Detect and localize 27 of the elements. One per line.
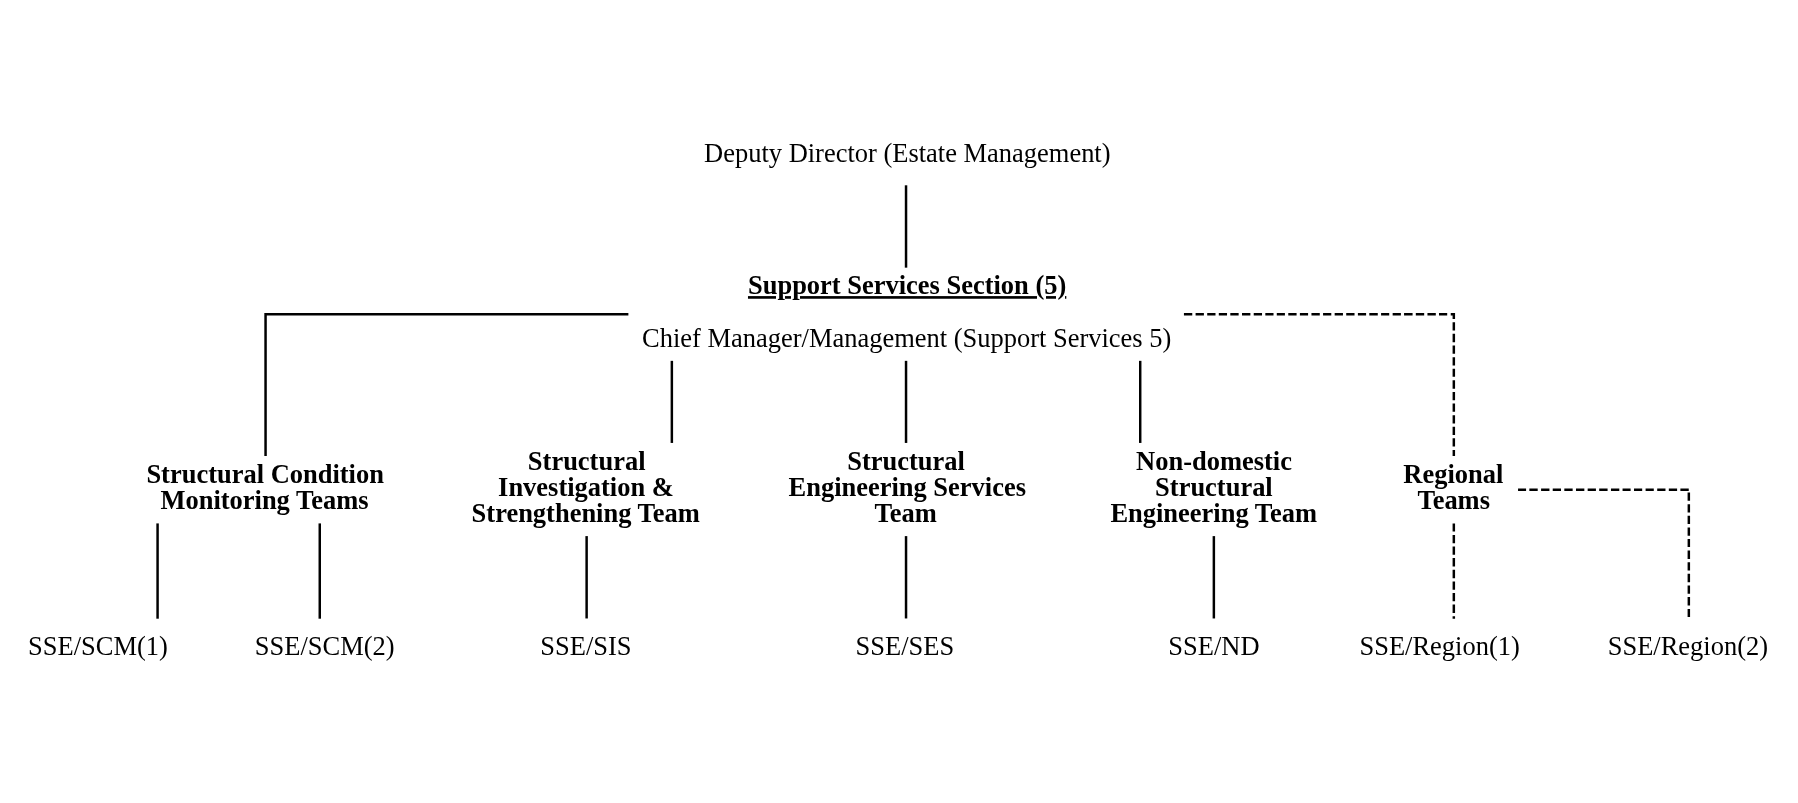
connector [1183, 312, 1456, 456]
connector [585, 535, 588, 618]
node-text: Regional Teams [1403, 458, 1504, 515]
connector [156, 522, 159, 619]
node-text: Non-domestic Structural Engineering Team [1110, 445, 1318, 528]
node-text: Structural Investigation & Strengthening Team [471, 445, 700, 528]
node-text: SSE/Region(2) [1607, 630, 1769, 661]
node-text: SSE/SCM(2) [254, 630, 395, 661]
connector [904, 184, 908, 268]
node-text: Structural Engineering Services Team [788, 445, 1026, 528]
node-text: Structural Condition Monitoring Teams [146, 458, 384, 515]
node-text: SSE/SCM(1) [28, 630, 168, 661]
node-text: Deputy Director (Estate Management) [704, 137, 1111, 168]
connector [904, 535, 908, 618]
connector [1452, 522, 1456, 619]
connector [264, 312, 629, 456]
node-text: SSE/SES [855, 630, 955, 661]
connector [904, 360, 908, 443]
connector [318, 522, 321, 619]
node-text: SSE/SIS [540, 630, 632, 661]
connector [670, 360, 674, 443]
node-text: Support Services Section (5) Chief Manager/Management (Support Services 5) [642, 269, 1172, 353]
connector [1212, 535, 1216, 618]
connector [1138, 360, 1142, 443]
node-text: SSE/Region(1) [1359, 630, 1520, 661]
node-text: SSE/ND [1168, 630, 1260, 661]
connector [1518, 487, 1691, 619]
